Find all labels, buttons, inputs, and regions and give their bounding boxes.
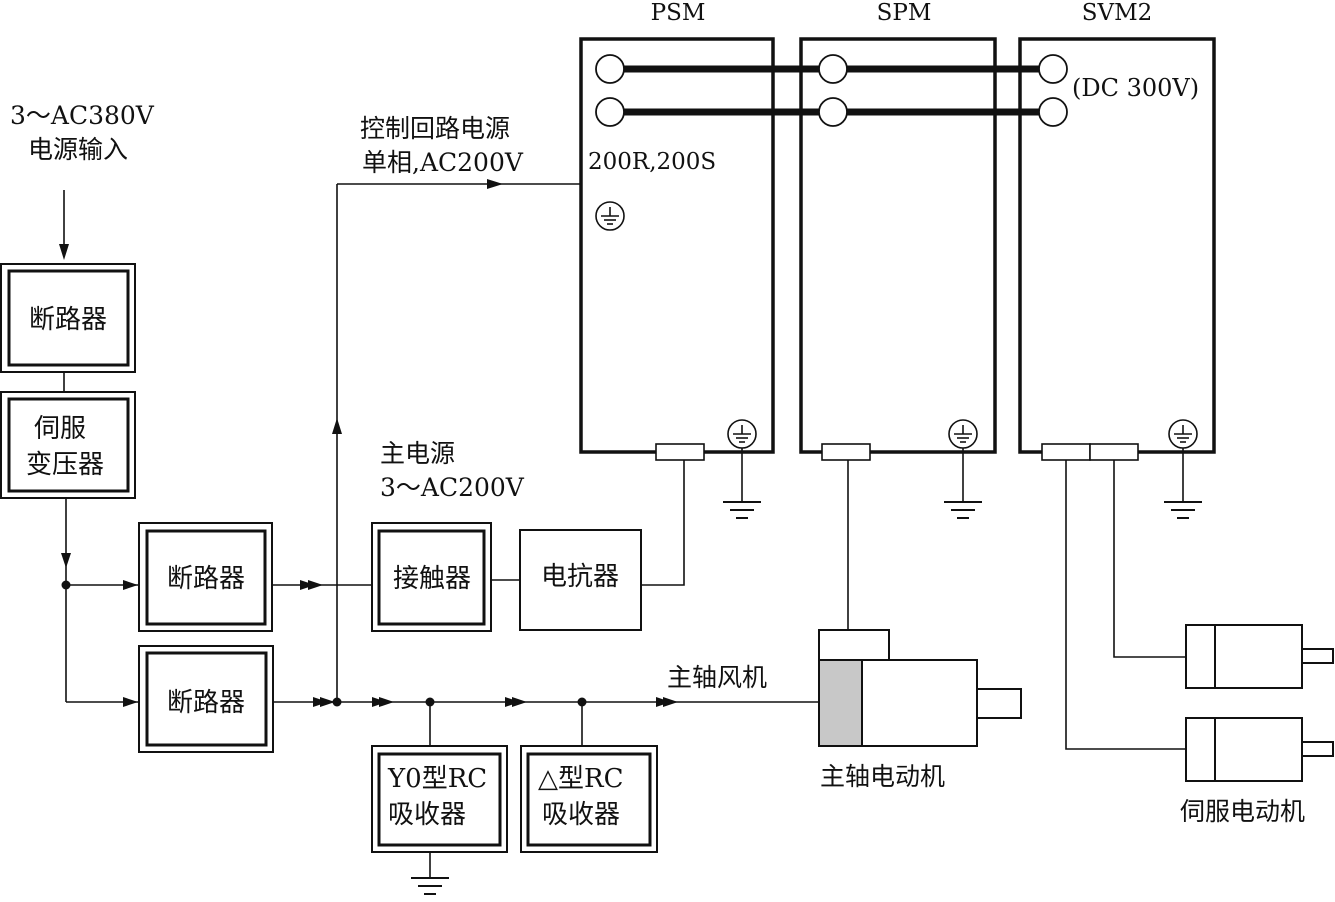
- psm-terminal-label: 200R,200S: [588, 149, 716, 175]
- transformer-label-line2: 变压器: [26, 450, 104, 480]
- breaker-top-label: 断路器: [29, 305, 107, 335]
- contactor-label: 接触器: [393, 564, 471, 594]
- rc-y-ground-icon: [410, 877, 450, 895]
- servo-wire-2: [1065, 460, 1186, 750]
- svm2-ground-icon: [1163, 501, 1203, 519]
- reactor-to-psm-wire: [641, 460, 685, 586]
- breaker-mid-label: 断路器: [167, 564, 245, 594]
- servo-transformer-box: 伺服 变压器: [0, 391, 136, 499]
- spm-title: SPM: [877, 0, 932, 26]
- trunk-arrow: [61, 553, 71, 568]
- svm2-title: SVM2: [1082, 0, 1153, 26]
- svm2-bottom-connector-2: [1089, 443, 1139, 461]
- fan-arrow-6: [512, 697, 527, 707]
- spm-bottom-connector: [821, 443, 871, 461]
- svm2-earth-icon: [1168, 419, 1198, 449]
- ctrl-power-arrow-up: [332, 418, 342, 434]
- servo-motor-2: [1185, 717, 1334, 782]
- spm-ground-icon: [943, 501, 983, 519]
- breaker-mid-box: 断路器: [138, 522, 273, 632]
- servo-wire-1: [1113, 460, 1186, 658]
- ctrl-label-line1: 控制回路电源: [360, 114, 510, 143]
- transformer-label-line1: 伺服: [34, 414, 86, 444]
- rc-y-absorber-box: Y0型RC 吸收器: [371, 745, 508, 853]
- input-label-line2: 电源输入: [28, 135, 128, 164]
- spindle-fan-label: 主轴风机: [667, 663, 767, 692]
- terminal-circles: [595, 54, 1068, 127]
- rc-y-label-line2: 吸收器: [388, 800, 466, 830]
- psm-earth-terminal-icon: [595, 201, 625, 231]
- reactor-box: 电抗器: [519, 529, 642, 631]
- main-label-line2: 3～AC200V: [380, 473, 525, 502]
- breaker-low-box: 断路器: [138, 645, 274, 753]
- ctrl-power-arrow-right: [487, 179, 503, 189]
- fan-arrow-8: [663, 697, 678, 707]
- arrow-contactor-1: [300, 580, 315, 590]
- breaker-top-box: 断路器: [0, 263, 136, 373]
- psm-title: PSM: [651, 0, 706, 26]
- psm-ground-icon: [722, 501, 762, 519]
- arrow-contactor-2: [308, 580, 323, 590]
- spm-earth-icon: [948, 419, 978, 449]
- rc-delta-label-line1: △型RC: [538, 764, 623, 794]
- arrow-breaker-low: [123, 697, 138, 707]
- servo-motor-1: [1185, 624, 1334, 689]
- rc-y-label-line1: Y0型RC: [387, 764, 487, 794]
- dc-bus-label: (DC 300V): [1072, 74, 1199, 102]
- spm-module: [799, 37, 997, 454]
- fan-arrow-2: [320, 697, 335, 707]
- psm-earth-icon: [727, 419, 757, 449]
- svm2-bottom-connector-1: [1041, 443, 1091, 461]
- psm-bottom-connector: [655, 443, 705, 461]
- rc-delta-absorber-box: △型RC 吸收器: [520, 745, 658, 853]
- breaker-low-label: 断路器: [167, 688, 245, 718]
- ctrl-label-line2: 单相,AC200V: [362, 148, 524, 177]
- main-label-line1: 主电源: [380, 439, 455, 468]
- contactor-box: 接触器: [371, 522, 492, 632]
- reactor-label: 电抗器: [541, 562, 619, 592]
- input-arrow: [59, 244, 69, 260]
- arrow-breaker-mid: [123, 580, 138, 590]
- spindle-motor: [818, 629, 1022, 747]
- input-label-line1: 3～AC380V: [10, 101, 155, 130]
- rc-delta-label-line2: 吸收器: [542, 800, 620, 830]
- spindle-motor-label: 主轴电动机: [820, 762, 945, 791]
- junction-dot-ctrl: [332, 697, 342, 707]
- fan-arrow-4: [379, 697, 394, 707]
- servo-motor-label: 伺服电动机: [1180, 797, 1305, 826]
